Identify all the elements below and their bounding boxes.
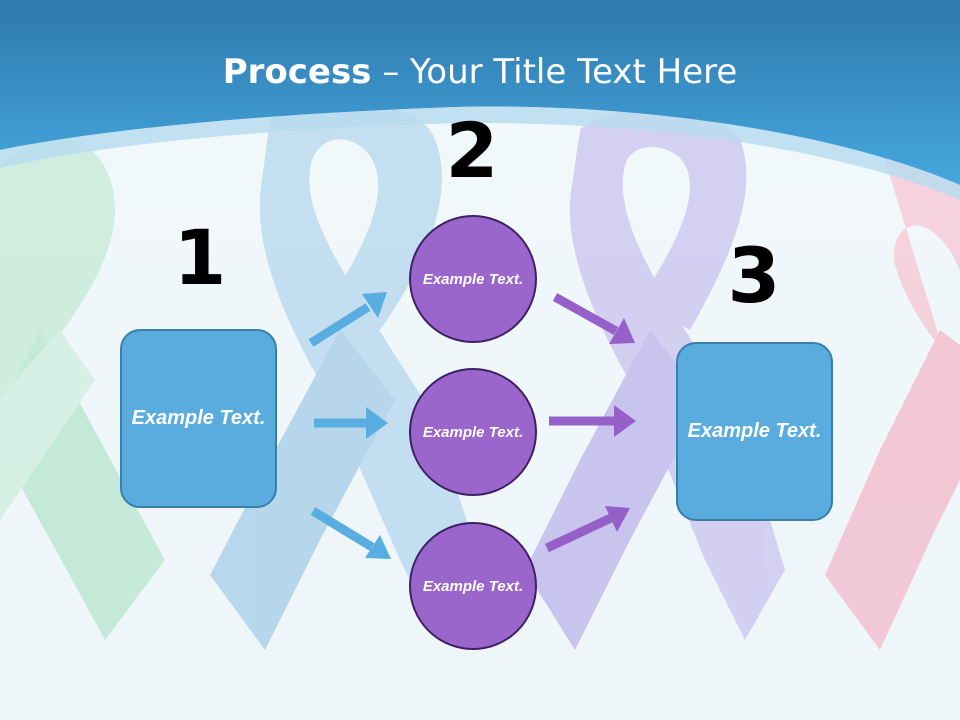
process-circle-middle[interactable]: Example Text. [409, 368, 537, 496]
process-circle-top[interactable]: Example Text. [409, 215, 537, 343]
title-rest-part: – Your Title Text Here [371, 52, 738, 92]
arrow-right-icon [552, 293, 635, 344]
slide-title: Process – Your Title Text Here [0, 52, 960, 92]
arrow-right-icon [314, 407, 388, 439]
process-circle-bottom[interactable]: Example Text. [409, 522, 537, 650]
arrow-right-icon [310, 507, 391, 559]
circle-bottom-label: Example Text. [422, 577, 524, 595]
right-process-box[interactable]: Example Text. [676, 342, 833, 521]
arrow-right-icon [308, 292, 387, 347]
step-number-3: 3 [727, 231, 781, 320]
green-ribbon-icon [0, 137, 165, 640]
left-process-box[interactable]: Example Text. [120, 329, 277, 508]
title-bold-part: Process [222, 52, 372, 92]
step-number-2: 2 [445, 106, 499, 195]
arrow-right-icon [545, 506, 630, 553]
left-box-label: Example Text. [131, 407, 266, 429]
circle-middle-label: Example Text. [422, 423, 524, 441]
circle-top-label: Example Text. [422, 270, 524, 288]
right-box-label: Example Text. [687, 420, 822, 442]
step-number-1: 1 [173, 213, 227, 302]
arrow-right-icon [549, 405, 636, 437]
pink-ribbon-icon [825, 135, 960, 650]
